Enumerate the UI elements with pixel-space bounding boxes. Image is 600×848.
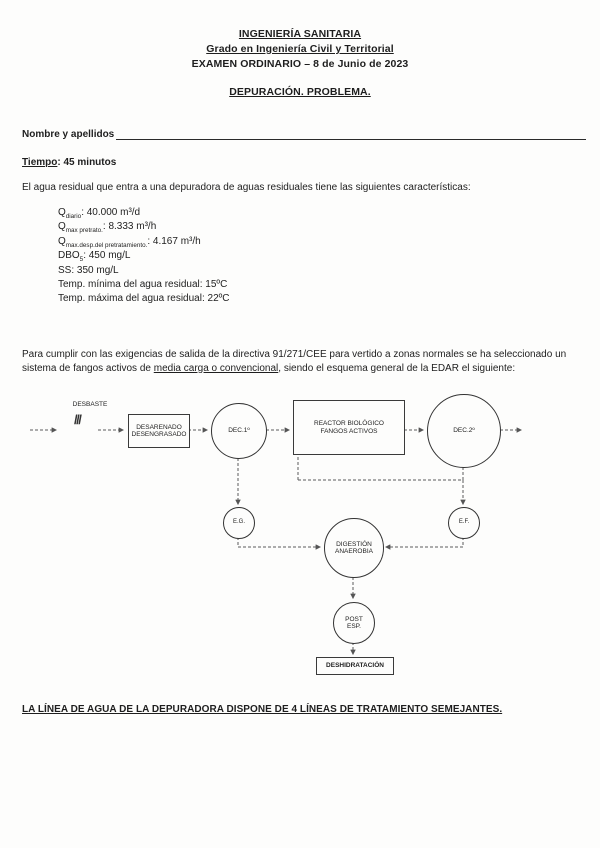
post-thickener-circle: POST ESP. [333, 602, 375, 644]
header-degree: Grado en Ingeniería Civil y Territorial [206, 43, 394, 55]
list-item: SS: 350 mg/L [58, 264, 119, 276]
requirement-text-after: , siendo el esquema general de la EDAR e… [278, 362, 516, 374]
list-item: Temp. máxima del agua residual: 22ºC [58, 293, 230, 305]
screening-hatch-icon: /// [74, 412, 82, 427]
dewatering-box: DESHIDRATACIÓN [316, 657, 394, 675]
page-title: DEPURACIÓN. PROBLEMA. [229, 86, 371, 98]
treatment-lines-note: LA LÍNEA DE AGUA DE LA DEPURADORA DISPON… [22, 704, 503, 715]
name-label: Nombre y apellidos [22, 129, 115, 140]
list-item: DBO5: 450 mg/L [58, 250, 131, 264]
name-field-row: Nombre y apellidos [22, 128, 586, 140]
flotation-thickener-circle: E.F. [448, 507, 480, 539]
list-item: Temp. mínima del agua residual: 15ºC [58, 279, 228, 291]
flotation-thickener-to-digester-line [384, 537, 464, 550]
screening-label: DESBASTE [72, 401, 108, 408]
requirement-text-before: Para cumplir con las exigencias de salid… [22, 349, 567, 374]
header-exam-date: EXAMEN ORDINARIO – 8 de Junio de 2023 [191, 58, 409, 70]
gravity-thickener-to-digester-line [237, 537, 322, 550]
time-value: : 45 minutos [57, 157, 117, 168]
header-course-title: INGENIERÍA SANITARIA [238, 28, 362, 40]
intro-paragraph: El agua residual que entra a una depurad… [22, 182, 471, 193]
gravity-thickener-circle: E.G. [223, 507, 255, 539]
anaerobic-digestion-circle: DIGESTIÓN ANAEROBIA [324, 518, 384, 578]
time-limit: Tiempo: 45 minutos [22, 157, 116, 168]
list-item: Qmax.desp.del pretratamiento.: 4.167 m³/… [58, 235, 201, 249]
requirement-paragraph: Para cumplir con las exigencias de salid… [22, 348, 582, 375]
requirement-text-underlined: media carga o convencional [153, 362, 279, 374]
secondary-clarifier-circle: DEC.2º [427, 394, 501, 468]
wastewater-characteristics-list: Qdiario: 40.000 m³/d Qmax pretrato.: 8.3… [58, 206, 230, 307]
recirculation-line [298, 467, 464, 481]
list-item: Qdiario: 40.000 m³/d [58, 207, 141, 220]
primary-clarifier-circle: DEC.1º [211, 403, 267, 459]
time-label: Tiempo [22, 157, 58, 168]
biological-reactor-box: REACTOR BIOLÓGICO FANGOS ACTIVOS [293, 400, 405, 455]
pretreatment-box: DESARENADO DESENGRASADO [128, 414, 190, 448]
list-item: Qmax pretrato.: 8.333 m³/h [58, 221, 157, 235]
edar-flow-diagram: DESBASTE /// DESARENADO DESENGRASADO DEC… [0, 390, 600, 700]
name-blank-line [116, 128, 586, 140]
